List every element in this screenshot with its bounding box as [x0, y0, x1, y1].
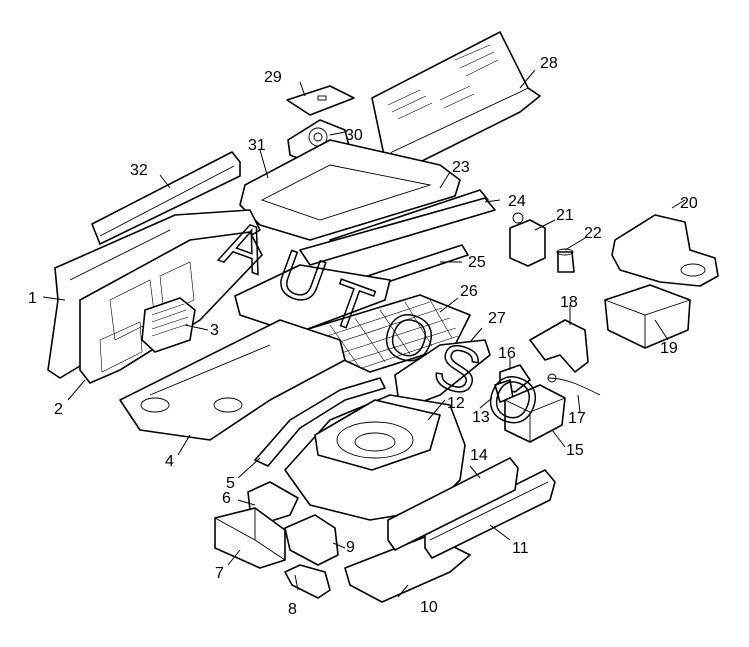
callout-7: 7	[215, 565, 224, 582]
callout-30: 30	[345, 127, 363, 144]
callout-11: 11	[512, 540, 529, 557]
callout-23: 23	[452, 159, 470, 176]
callout-1: 1	[28, 290, 37, 307]
callout-14: 14	[470, 447, 488, 464]
part-12-spare-wheel-well	[284, 394, 466, 521]
part-15-reservoir	[504, 384, 566, 443]
part-20-housing	[611, 214, 719, 287]
part-8-small-bracket	[284, 564, 331, 599]
callout-25: 25	[468, 254, 486, 271]
part-22-cap	[556, 248, 575, 273]
part-7-block	[214, 507, 286, 569]
callout-15: 15	[566, 442, 584, 459]
callout-6: 6	[222, 490, 231, 507]
callout-5: 5	[226, 475, 235, 492]
callout-labels: 1 2 3 4 5 6 7 8 9 10 11 12 13 14 15 16 1…	[28, 55, 698, 618]
part-3-speaker-box	[141, 297, 196, 353]
part-17-harness	[547, 373, 601, 396]
part-center-floor-panel	[234, 264, 391, 331]
callout-9: 9	[346, 539, 355, 556]
part-11-long-trim	[424, 469, 556, 559]
callout-29: 29	[264, 69, 282, 86]
part-14-trim	[387, 457, 519, 551]
callout-4: 4	[165, 453, 174, 470]
callout-20: 20	[680, 195, 698, 212]
callout-8: 8	[288, 601, 297, 618]
part-21-bottle	[509, 212, 546, 267]
callout-10: 10	[420, 599, 438, 616]
callout-18: 18	[560, 294, 578, 311]
callout-17: 17	[568, 410, 586, 427]
part-18-bracket	[529, 319, 589, 373]
part-9-bracket	[284, 514, 339, 566]
callout-21: 21	[556, 207, 574, 224]
part-28-parcel-shelf	[371, 31, 541, 173]
callout-22: 22	[584, 225, 602, 242]
callout-12: 12	[447, 395, 465, 412]
part-4-floor-pan	[119, 319, 346, 441]
callout-2: 2	[54, 401, 63, 418]
callout-13: 13	[472, 409, 490, 426]
callout-27: 27	[488, 310, 506, 327]
callout-16: 16	[498, 345, 516, 362]
part-24-trim-strip	[299, 197, 496, 266]
leader-lines	[42, 69, 686, 598]
callout-28: 28	[540, 55, 558, 72]
part-29-cover-plate	[286, 85, 355, 116]
part-19-tray	[604, 284, 691, 349]
part-5-curved-strip	[254, 377, 386, 467]
callout-32: 32	[130, 162, 148, 179]
callout-24: 24	[508, 193, 526, 210]
callout-19: 19	[660, 340, 678, 357]
part-32-upper-trim-strip	[91, 151, 241, 245]
callout-31: 31	[248, 137, 266, 154]
callout-3: 3	[210, 322, 219, 339]
callout-26: 26	[460, 283, 478, 300]
